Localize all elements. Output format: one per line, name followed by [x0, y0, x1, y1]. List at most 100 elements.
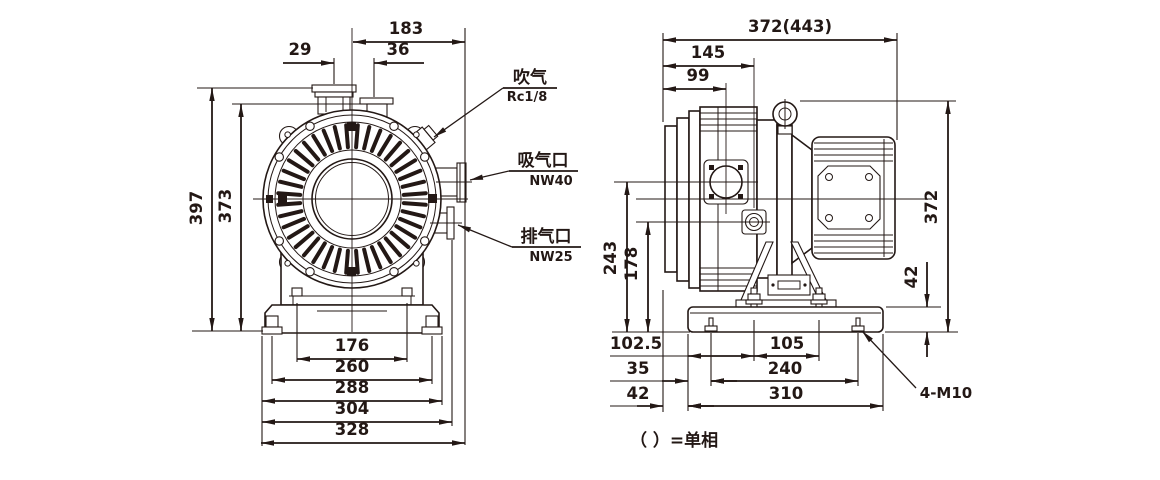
dimension-text: 288: [335, 378, 369, 397]
blow-gas-port-spec: Rc1/8: [507, 90, 548, 105]
bolt-hole: [274, 152, 285, 162]
dimension-text: 42: [902, 266, 921, 289]
fin: [344, 123, 350, 150]
arrowhead: [209, 318, 215, 331]
fin: [389, 148, 411, 168]
arrowhead: [741, 353, 754, 359]
fin: [394, 158, 418, 174]
arrowhead: [238, 318, 244, 331]
m10-hole-right: [855, 317, 861, 327]
dimension-text: 372(443): [748, 17, 832, 36]
dimension-text: 260: [335, 357, 369, 376]
base-plate-side: [687, 306, 884, 333]
arrowhead: [262, 419, 275, 425]
blow-gas-port-title: 吹气: [513, 67, 547, 88]
fin: [278, 179, 304, 189]
fin: [401, 201, 428, 207]
exhaust-port-spec: NW25: [529, 250, 572, 265]
dimension-text: 176: [335, 336, 369, 355]
arrowhead: [862, 331, 873, 343]
fin: [394, 224, 418, 240]
fin: [332, 247, 342, 273]
fin: [344, 248, 350, 275]
fin: [278, 209, 304, 219]
fin: [301, 140, 321, 162]
suction-port-title: 吸气口: [518, 150, 569, 171]
arrowhead: [754, 353, 767, 359]
nameplate: [767, 274, 811, 296]
fin: [362, 125, 372, 151]
bolt-hole: [389, 266, 399, 277]
fin: [400, 209, 426, 219]
fin: [354, 123, 360, 150]
dimension-text: 99: [687, 66, 710, 85]
thread-callout: 4-M10: [920, 384, 972, 402]
motor-side-cover: [817, 165, 881, 230]
bolt-hole: [305, 121, 315, 132]
dimension-text: 240: [768, 359, 802, 378]
arrowhead: [452, 440, 465, 446]
arrowhead: [924, 332, 930, 345]
dimension-text: 243: [601, 241, 620, 275]
arrowhead: [624, 319, 630, 332]
eyebolt: [772, 99, 798, 135]
arrowhead: [272, 377, 285, 383]
dimension-text: 372: [922, 190, 941, 224]
arrowhead: [645, 319, 651, 332]
arrowhead: [458, 225, 472, 233]
arrowhead: [675, 378, 688, 384]
dimension-text: 145: [691, 43, 725, 62]
bolt-hole: [274, 236, 285, 246]
single-phase-note: （ ）=单相: [630, 430, 718, 451]
fin: [400, 179, 426, 189]
motor-fins: [814, 139, 893, 257]
line: [861, 330, 917, 389]
bolt-hole: [419, 236, 430, 246]
arrowhead: [845, 378, 858, 384]
fin: [332, 125, 342, 151]
dimension-text: 105: [770, 334, 804, 353]
arrowhead: [261, 440, 274, 446]
arrowhead: [870, 403, 883, 409]
fin: [281, 216, 306, 230]
fin: [383, 236, 403, 258]
motor: [791, 133, 896, 265]
fin: [377, 133, 393, 157]
arrowhead: [209, 88, 215, 101]
flange-bolt-holes: [274, 121, 430, 277]
fin: [276, 201, 303, 207]
arrowhead: [688, 353, 701, 359]
bolt-hole: [305, 266, 315, 277]
arrowhead: [806, 353, 819, 359]
bolt-hole: [389, 121, 399, 132]
arrowhead: [945, 319, 951, 332]
suction-port-spec: NW40: [529, 174, 572, 189]
lug-hole: [284, 131, 291, 138]
arrowhead: [945, 101, 951, 114]
lug-hole: [284, 260, 291, 267]
arrowhead: [419, 377, 432, 383]
fin: [311, 241, 327, 265]
fin: [401, 191, 428, 197]
arrowhead: [650, 403, 663, 409]
dimension-text: 42: [627, 384, 650, 403]
fin: [321, 245, 335, 270]
dimension-text: 102.5: [610, 334, 662, 353]
dimension-text: 178: [622, 247, 641, 281]
m10-hole-left: [708, 317, 714, 327]
arrowhead: [429, 398, 442, 404]
arrowhead: [470, 174, 484, 180]
fin: [362, 247, 372, 273]
fin: [377, 241, 393, 265]
dimension-text: 373: [216, 189, 235, 223]
fin: [383, 140, 403, 162]
fin: [389, 230, 411, 250]
line: [433, 87, 504, 138]
exhaust-port-title: 排气口: [521, 226, 572, 247]
lug-hole: [413, 260, 420, 267]
dimension-text: 29: [289, 40, 312, 59]
arrowhead: [452, 39, 465, 45]
arrowhead: [645, 222, 651, 235]
